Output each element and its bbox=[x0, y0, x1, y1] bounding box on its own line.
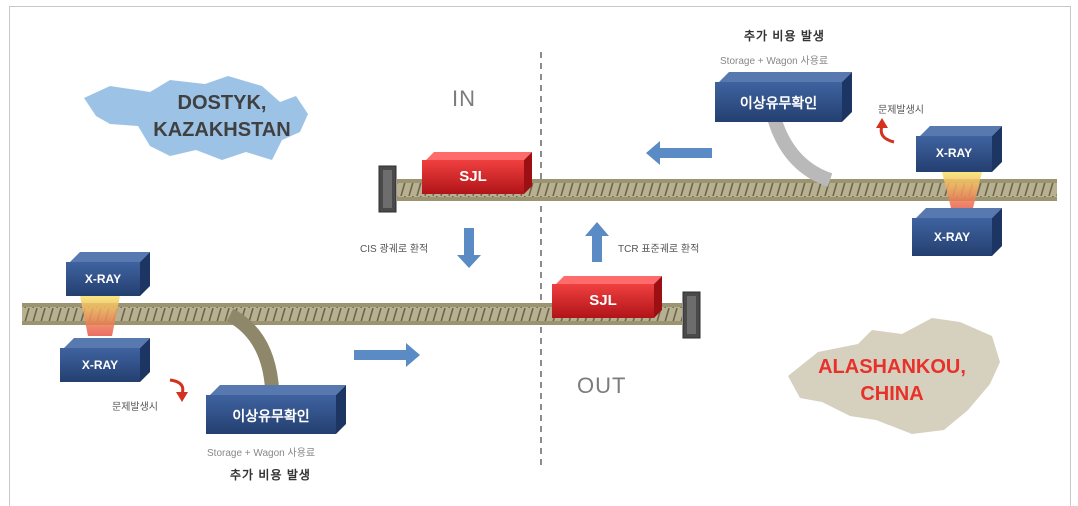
kazakhstan-name-line1: DOSTYK, bbox=[177, 92, 267, 114]
arrow-right-lower bbox=[354, 343, 420, 367]
china-label: ALASHANKOU, CHINA bbox=[792, 354, 992, 408]
sjl-container-upper bbox=[422, 160, 524, 194]
inspection-box-lower bbox=[206, 395, 336, 434]
china-name-line2: CHINA bbox=[860, 383, 924, 405]
in-label: IN bbox=[452, 86, 476, 111]
problem-caption-left: 문제발생시 bbox=[112, 402, 158, 413]
kazakhstan-map-shape bbox=[84, 76, 308, 160]
xray-label-left-bottom: X-RAY bbox=[81, 358, 119, 372]
red-problem-arrow-left bbox=[169, 378, 185, 395]
inspection-label-lower: 이상유무확인 bbox=[232, 408, 310, 424]
xray-beam-left bbox=[80, 296, 120, 336]
xray-box-left-bottom bbox=[60, 348, 140, 382]
kazakhstan-label: DOSTYK, KAZAKHSTAN bbox=[122, 90, 322, 144]
problem-caption-right: 문제발생시 bbox=[878, 105, 924, 116]
xray-label-right-bottom: X-RAY bbox=[933, 230, 971, 244]
diagram-frame bbox=[9, 6, 1071, 506]
xray-label-right-top: X-RAY bbox=[935, 146, 973, 160]
inspection-label-upper: 이상유무확인 bbox=[739, 95, 818, 111]
lower-branch-curve bbox=[226, 308, 279, 389]
xray-box-right-top bbox=[916, 136, 992, 172]
storage-caption-lower: Storage + Wagon 사용료 bbox=[207, 448, 316, 459]
xray-beam-right bbox=[942, 172, 982, 212]
xray-box-left-top bbox=[66, 262, 140, 296]
sjl-label-lower: SJL bbox=[589, 292, 617, 309]
xray-box-right-bottom bbox=[912, 218, 992, 256]
china-name-line1: ALASHANKOU, bbox=[818, 356, 966, 378]
arrow-left-upper bbox=[646, 141, 712, 165]
cis-transfer-caption: CIS 광궤로 환적 bbox=[360, 244, 429, 255]
inspection-box-upper bbox=[715, 82, 842, 122]
sjl-container-lower bbox=[552, 284, 654, 318]
extra-cost-heading-upper: 추가 비용 발생 bbox=[744, 29, 825, 43]
xray-label-left-top: X-RAY bbox=[84, 272, 122, 286]
arrow-up-tcr bbox=[585, 222, 609, 262]
arrow-down-cis bbox=[457, 228, 481, 268]
out-label: OUT bbox=[577, 373, 627, 398]
extra-cost-heading-lower: 추가 비용 발생 bbox=[230, 468, 311, 482]
storage-caption-upper: Storage + Wagon 사용료 bbox=[720, 56, 829, 67]
sjl-label-upper: SJL bbox=[459, 168, 487, 185]
tcr-transfer-caption: TCR 표준궤로 환적 bbox=[618, 244, 700, 255]
kazakhstan-name-line2: KAZAKHSTAN bbox=[153, 119, 291, 141]
china-map-shape bbox=[788, 318, 1000, 434]
red-problem-arrow-right bbox=[879, 125, 895, 144]
